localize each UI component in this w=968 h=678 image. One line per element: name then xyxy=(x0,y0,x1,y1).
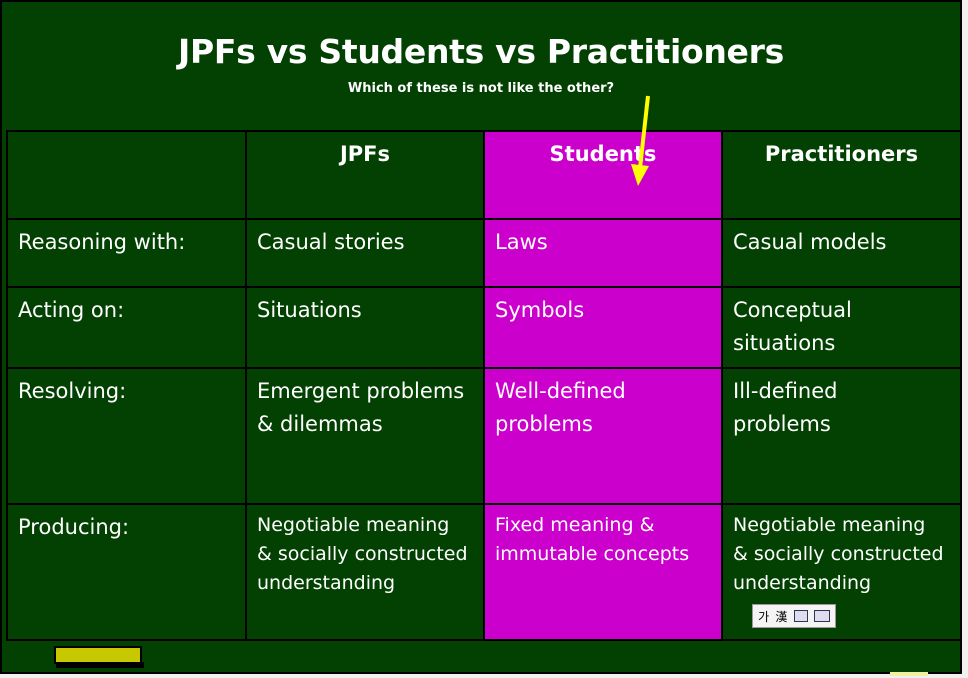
cell-jpfs: Situations xyxy=(245,286,485,369)
comparison-table: JPFs Students Practitioners Reasoning wi… xyxy=(6,130,962,641)
cell-jpfs: Casual stories xyxy=(245,218,485,288)
header-cell-jpfs: JPFs xyxy=(245,130,485,220)
cell-jpfs: Emergent problems & dilemmas xyxy=(245,367,485,505)
cell-practitioners: Conceptual situations xyxy=(721,286,962,369)
header-cell-practitioners: Practitioners xyxy=(721,130,962,220)
table-row: Reasoning with: Casual stories Laws Casu… xyxy=(6,218,962,288)
cell-practitioners: Ill-defined problems xyxy=(721,367,962,505)
keyboard-icon[interactable] xyxy=(813,610,830,622)
table-row: Resolving: Emergent problems & dilemmas … xyxy=(6,367,962,505)
cell-students: Symbols xyxy=(483,286,723,369)
header-cell-empty xyxy=(6,130,247,220)
cell-students: Well-defined problems xyxy=(483,367,723,505)
cell-practitioners: Casual models xyxy=(721,218,962,288)
tools-icon[interactable] xyxy=(793,610,808,622)
cell-students: Fixed meaning & immutable concepts xyxy=(483,503,723,641)
ime-toolbar[interactable]: 가 漢 xyxy=(752,604,836,628)
yellow-edge-stub xyxy=(890,672,928,676)
row-label: Producing: xyxy=(6,503,247,641)
yellow-arrow-icon xyxy=(631,95,650,186)
slide-subtitle: Which of these is not like the other? xyxy=(347,81,615,96)
row-label: Resolving: xyxy=(6,367,247,505)
table-row: Producing: Negotiable meaning & socially… xyxy=(6,503,962,641)
hanja-mode-button[interactable]: 漢 xyxy=(775,609,788,624)
row-label: Reasoning with: xyxy=(6,218,247,288)
button-shadow xyxy=(56,662,144,668)
header-cell-students: Students xyxy=(483,130,723,220)
table-row: Acting on: Situations Symbols Conceptual… xyxy=(6,286,962,369)
cell-students: Laws xyxy=(483,218,723,288)
row-label: Acting on: xyxy=(6,286,247,369)
table-header-row: JPFs Students Practitioners xyxy=(6,130,962,220)
yellow-action-button[interactable] xyxy=(54,646,142,664)
korean-mode-button[interactable]: 가 xyxy=(758,609,770,624)
slide-title: JPFs vs Students vs Practitioners xyxy=(178,32,784,71)
cell-jpfs: Negotiable meaning & socially constructe… xyxy=(245,503,485,641)
